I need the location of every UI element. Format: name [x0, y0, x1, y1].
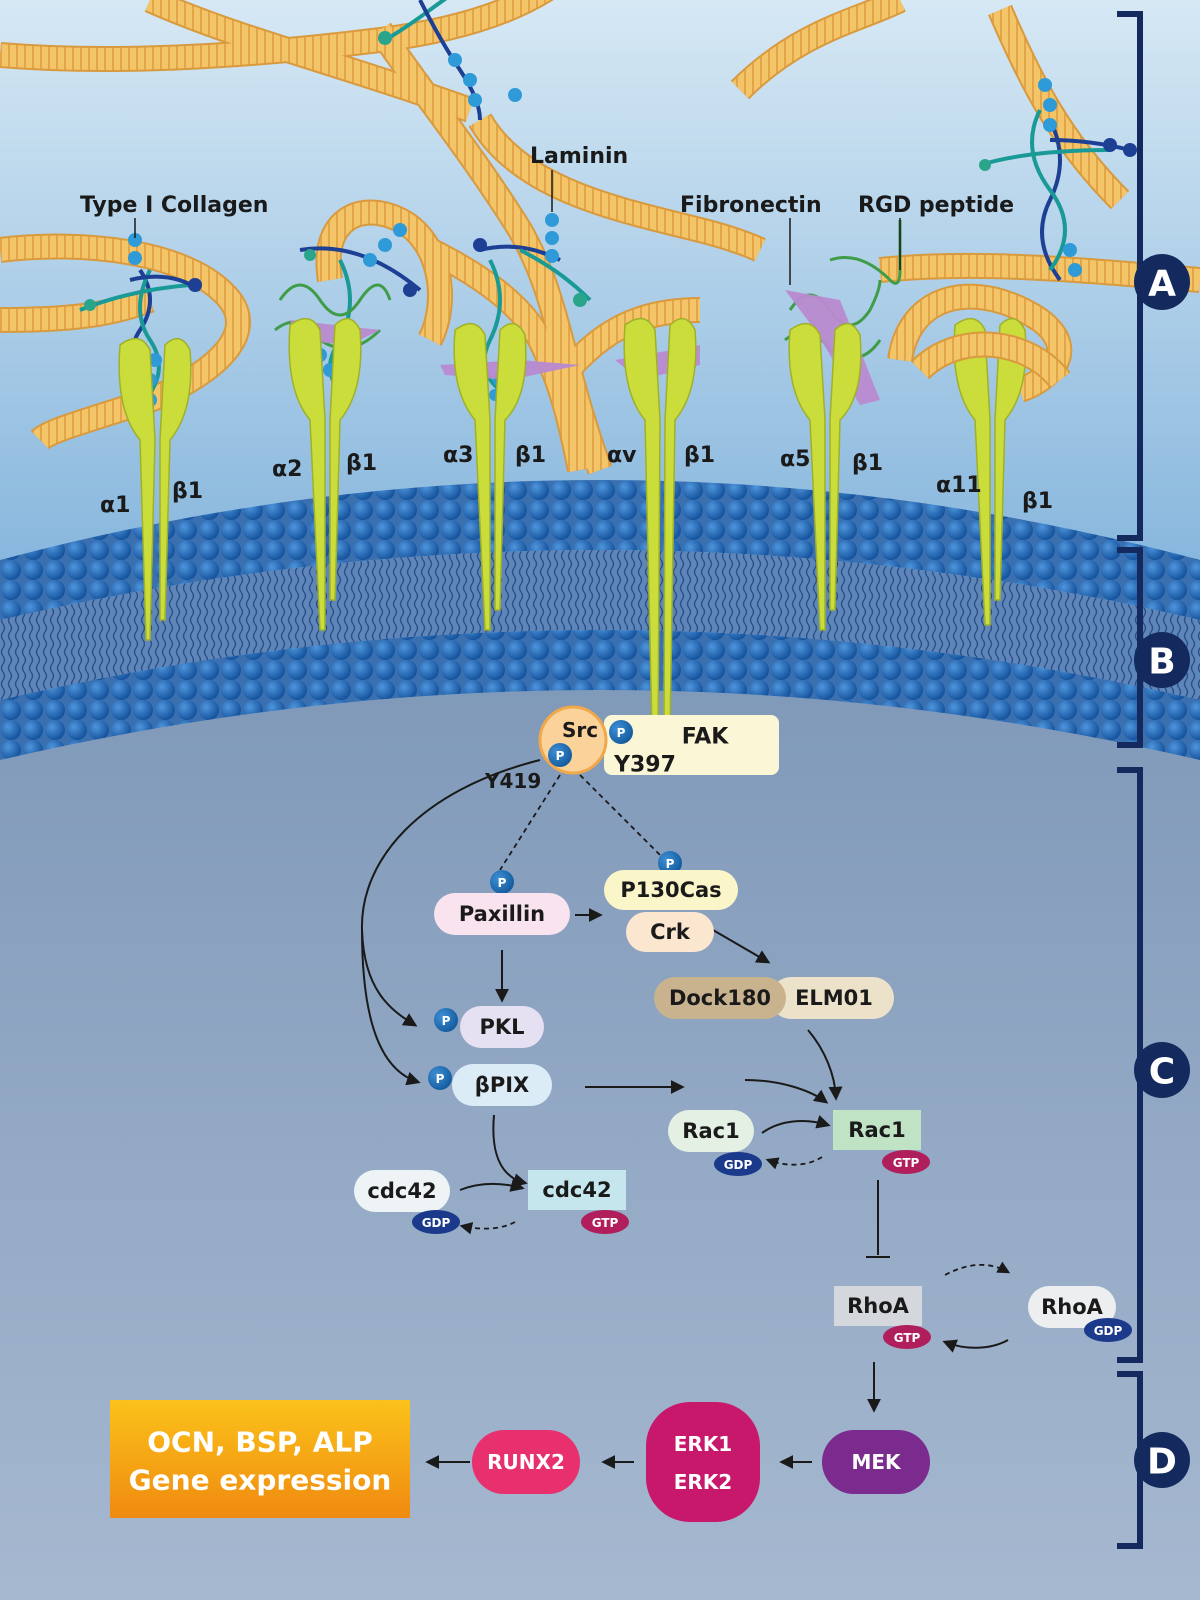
integrin-receptors — [118, 317, 1027, 731]
gdp-tag: GDP — [422, 1216, 451, 1230]
integrin-alpha-label: α5 — [780, 447, 810, 472]
rac1-gdp-node: Rac1 GDP — [668, 1110, 762, 1176]
cdc42-gtp-label: cdc42 — [542, 1178, 611, 1202]
rhoa-gdp-label: RhoA — [1041, 1295, 1104, 1319]
rhoa-gdp-node: RhoA GDP — [1028, 1286, 1132, 1342]
pathway-arrows — [360, 759, 1011, 1469]
collagen-fibers — [0, 0, 1200, 475]
laminin-beads — [84, 31, 1137, 407]
svg-text:P: P — [436, 1072, 445, 1086]
phospho-icon: P — [428, 1066, 452, 1090]
bpix-node: βPIX — [452, 1064, 552, 1106]
rac1-gdp-label: Rac1 — [682, 1119, 739, 1143]
gene-expression-box: OCN, BSP, ALP Gene expression — [110, 1400, 410, 1518]
src-label: Src — [562, 718, 598, 742]
p130cas-label: P130Cas — [620, 878, 721, 902]
collagen-foreground — [910, 331, 1071, 389]
svg-text:P: P — [498, 876, 507, 890]
fak-label: FAK — [682, 725, 730, 750]
integrin-beta-label: β1 — [852, 451, 883, 476]
gene-expression-line2: Gene expression — [129, 1464, 392, 1497]
gtp-tag: GTP — [894, 1331, 921, 1345]
integrin-alpha-label: α3 — [443, 443, 473, 468]
y419-label: Y419 — [484, 769, 541, 793]
svg-text:P: P — [617, 726, 626, 740]
phospho-icon: P — [490, 870, 514, 894]
cdc42-gdp-label: cdc42 — [367, 1179, 436, 1203]
paxillin-node: Paxillin — [434, 893, 570, 935]
integrin-beta-label: β1 — [684, 443, 715, 468]
label-fibronectin: Fibronectin — [680, 193, 822, 218]
y397-label: Y397 — [613, 753, 676, 778]
dock180-node: Dock180 — [654, 977, 786, 1019]
section-b-letter: B — [1148, 642, 1175, 683]
svg-text:P: P — [556, 749, 565, 763]
gdp-tag: GDP — [724, 1158, 753, 1172]
mek-label: MEK — [851, 1450, 902, 1474]
p130cas-node: P130Cas — [604, 870, 738, 910]
label-laminin: Laminin — [530, 144, 628, 169]
svg-text:P: P — [666, 857, 675, 871]
erk2-label: ERK2 — [674, 1470, 732, 1494]
cdc42-gtp-node: cdc42 GTP — [528, 1170, 629, 1234]
mek-node: MEK — [822, 1430, 930, 1494]
erk-node: ERK1 ERK2 — [646, 1402, 760, 1522]
integrin-alpha-label: α11 — [936, 473, 982, 498]
section-b-badge — [1134, 632, 1190, 688]
section-c-letter: C — [1149, 1052, 1175, 1093]
integrin-beta-label: β1 — [172, 479, 203, 504]
section-a-letter: A — [1148, 264, 1176, 305]
label-type-i-collagen: Type I Collagen — [80, 193, 268, 218]
gdp-tag: GDP — [1094, 1324, 1123, 1338]
label-rgd-peptide: RGD peptide — [858, 193, 1014, 218]
integrin-alpha-label: α1 — [100, 493, 130, 518]
rhoa-gtp-label: RhoA — [847, 1294, 910, 1318]
phospho-icon: P — [658, 851, 682, 875]
section-d-badge — [1134, 1432, 1190, 1488]
gene-expression-line1: OCN, BSP, ALP — [147, 1426, 372, 1459]
integrin-beta-label: β1 — [515, 443, 546, 468]
pkl-node: PKL — [460, 1006, 544, 1048]
integrin-alpha-label: α2 — [272, 457, 302, 482]
svg-text:P: P — [442, 1014, 451, 1028]
section-c-badge — [1134, 1042, 1190, 1098]
src-node: Src — [538, 705, 608, 775]
bpix-label: βPIX — [475, 1073, 529, 1097]
rac1-gtp-node: Rac1 GTP — [833, 1110, 930, 1174]
integrin-beta-label: β1 — [346, 451, 377, 476]
fak-box — [604, 715, 779, 775]
pkl-label: PKL — [479, 1015, 524, 1039]
runx2-label: RUNX2 — [487, 1450, 565, 1474]
fak-node: FAK Y397 — [604, 715, 779, 778]
integrin-labels: α1 β1 α2 β1 α3 β1 αv β1 α5 β1 α11 β1 — [100, 443, 1053, 518]
integrin-beta-label: β1 — [1022, 489, 1053, 514]
runx2-node: RUNX2 — [472, 1430, 580, 1494]
phospho-icon: P — [548, 743, 572, 767]
elmo1-node: ELM01 — [770, 977, 894, 1019]
section-a-badge — [1134, 254, 1190, 310]
crk-node: Crk — [626, 912, 714, 952]
rhoa-gtp-node: RhoA GTP — [834, 1286, 931, 1349]
section-markers: A B C D — [1134, 254, 1190, 1488]
section-d-letter: D — [1147, 1442, 1177, 1483]
dock180-label: Dock180 — [669, 986, 771, 1010]
integrin-alpha-label: αv — [607, 443, 637, 468]
erk1-label: ERK1 — [674, 1432, 732, 1456]
crk-label: Crk — [650, 920, 691, 944]
phospho-icon: P — [434, 1008, 458, 1032]
rac1-gtp-label: Rac1 — [848, 1118, 905, 1142]
cdc42-gdp-node: cdc42 GDP — [354, 1170, 460, 1234]
laminin-strands — [79, 0, 1131, 402]
elmo1-label: ELM01 — [795, 986, 873, 1010]
cell-membrane — [0, 480, 1200, 760]
ligand-labels: Type I Collagen Laminin Fibronectin RGD … — [80, 144, 1014, 285]
gtp-tag: GTP — [592, 1216, 619, 1230]
phospho-icon: P — [609, 720, 633, 744]
gtp-tag: GTP — [893, 1156, 920, 1170]
paxillin-label: Paxillin — [459, 902, 545, 926]
phospho-markers: P P P P P P — [428, 720, 682, 1090]
